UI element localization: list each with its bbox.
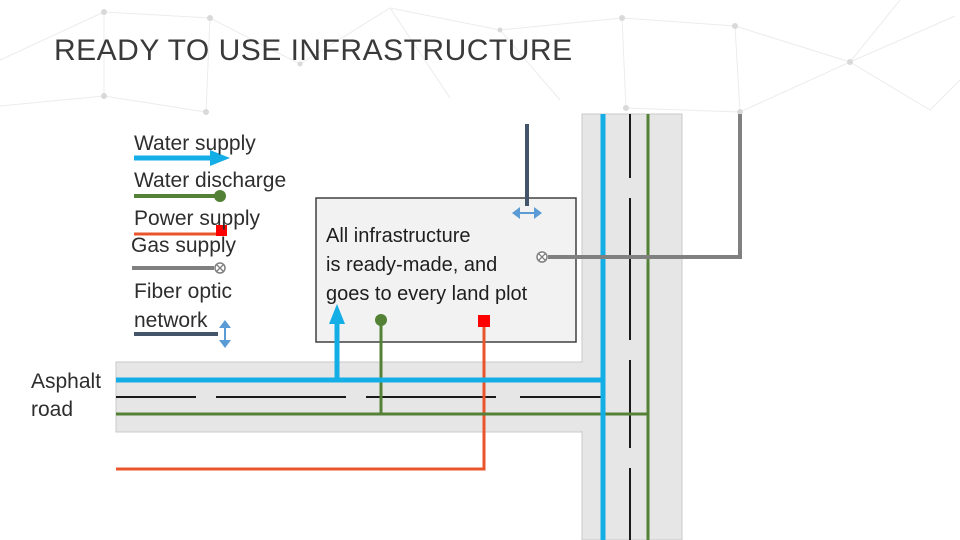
plot-text-line2: is ready-made, and (326, 254, 498, 276)
land-plot (315, 197, 577, 343)
legend-label-gas-supply: Gas supply (131, 234, 237, 257)
fiber-plot-connector-icon (512, 207, 542, 219)
legend-label-power-supply: Power supply (134, 207, 261, 230)
legend-power-supply-line (134, 225, 227, 236)
road-label-line2: road (31, 398, 74, 421)
gas-valve-plot-connector (536, 251, 548, 263)
legend-label-water-supply: Water supply (134, 132, 256, 155)
legend-label-fiber-line1: Fiber optic (134, 280, 233, 303)
power-supply-plot-connector (478, 315, 490, 327)
legend-gas-supply-line (132, 262, 226, 274)
water-discharge-line (116, 114, 650, 540)
road-label-line1: Asphalt (31, 370, 102, 393)
legend-label-fiber-optic: Fiber optic network (134, 277, 232, 335)
plot-description: All infrastructure is ready-made, and go… (326, 222, 527, 309)
gas-supply-line (536, 114, 742, 263)
legend-water-supply-line (134, 150, 230, 166)
asphalt-road (115, 113, 683, 540)
legend-label-fiber-line2: network (134, 309, 208, 332)
gas-valve-icon (214, 262, 226, 274)
plot-text-line3: goes to every land plot (326, 283, 528, 305)
water-supply-line (116, 114, 606, 540)
plot-text-line1: All infrastructure (326, 225, 471, 247)
legend-water-discharge-line (134, 190, 226, 202)
power-supply-line (116, 315, 490, 471)
power-supply-square-icon (216, 225, 227, 236)
water-discharge-plot-connector (375, 314, 387, 326)
road-label: Asphalt road (31, 368, 101, 424)
water-supply-plot-arrow-icon (329, 304, 345, 324)
fiber-optic-line (512, 124, 542, 219)
legend-label-water-discharge: Water discharge (134, 169, 287, 192)
water-discharge-dot-icon (214, 190, 226, 202)
page-title: READY TO USE INFRASTRUCTURE (54, 34, 573, 67)
fiber-double-arrow-icon (219, 320, 231, 348)
legend-fiber-optic-line (134, 320, 231, 348)
water-supply-arrow-icon (210, 150, 230, 166)
